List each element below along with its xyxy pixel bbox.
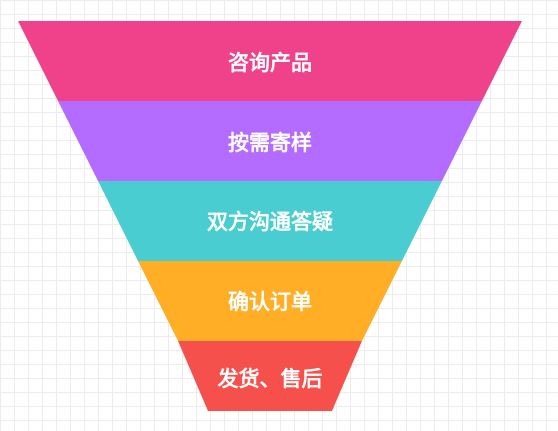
funnel-stage-1-label: 咨询产品 <box>228 51 312 75</box>
funnel-stage-3-label: 双方沟通答疑 <box>207 210 333 234</box>
funnel-stage-3-shape <box>98 181 442 261</box>
funnel-stage-5-label: 发货、售后 <box>217 367 323 391</box>
funnel-stage-1-shape <box>18 21 522 101</box>
funnel-stage-3: 双方沟通答疑 <box>98 181 442 261</box>
funnel-stage-2-label: 按需寄样 <box>228 131 312 155</box>
funnel-stage-4: 确认订单 <box>138 261 402 341</box>
funnel-stage-4-label: 确认订单 <box>228 290 312 314</box>
funnel-stage-5-shape <box>178 341 362 411</box>
funnel-stage-2-shape <box>58 101 482 181</box>
funnel-stage-4-shape <box>138 261 402 341</box>
funnel-stage-5: 发货、售后 <box>178 341 362 411</box>
funnel-stage-2: 按需寄样 <box>58 101 482 181</box>
funnel-stage-1: 咨询产品 <box>18 21 522 101</box>
